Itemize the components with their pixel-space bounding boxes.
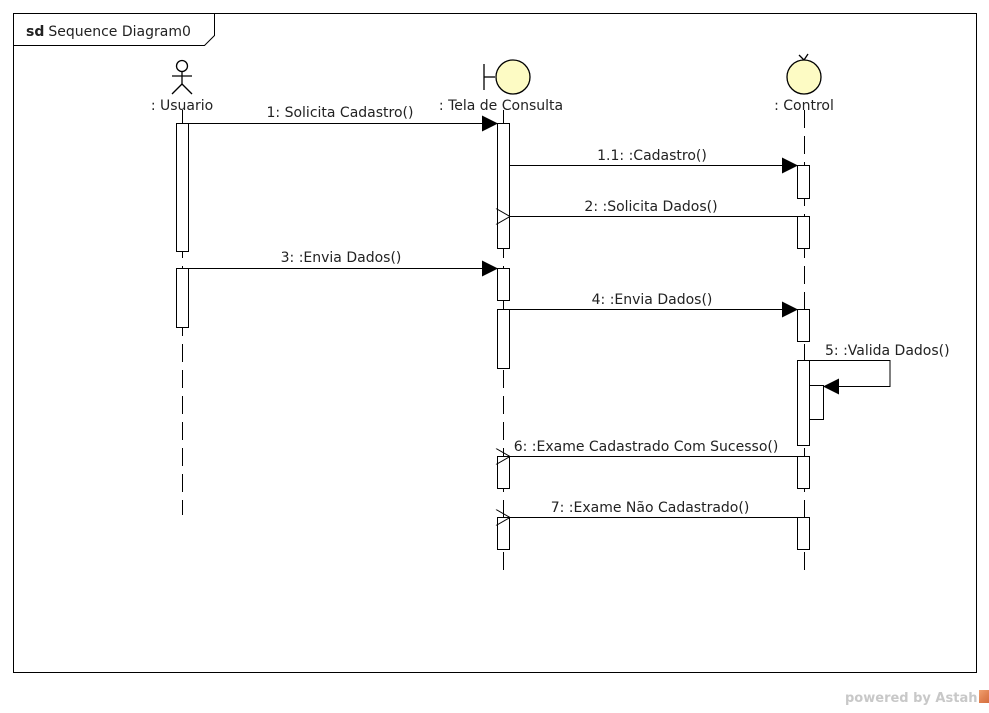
lifeline-usuario-label[interactable]: : Usuario — [151, 98, 213, 114]
message-7-label[interactable]: 7: :Exame Não Cadastrado() — [551, 500, 750, 516]
message-3-label[interactable]: 3: :Envia Dados() — [281, 250, 402, 266]
boundary-icon[interactable] — [483, 59, 531, 95]
activation-bar — [797, 456, 810, 489]
message-5-label[interactable]: 5: :Valida Dados() — [825, 343, 950, 359]
message-1-1-label[interactable]: 1.1: :Cadastro() — [597, 148, 707, 164]
frame-label-box — [13, 13, 215, 46]
message-6-label[interactable]: 6: :Exame Cadastrado Com Sucesso() — [514, 439, 779, 455]
activation-bar — [497, 309, 510, 369]
watermark-text: powered by Astah — [845, 691, 978, 706]
activation-bar — [797, 517, 810, 550]
astah-watermark: powered by Astah — [845, 690, 989, 706]
astah-logo-icon — [979, 690, 989, 703]
frame-name: Sequence Diagram0 — [48, 24, 191, 40]
message-5-arrow[interactable] — [809, 360, 891, 395]
control-icon[interactable] — [786, 53, 822, 95]
activation-bar — [176, 123, 189, 252]
message-4-label[interactable]: 4: :Envia Dados() — [592, 292, 713, 308]
activation-bar-nested — [809, 385, 824, 420]
message-2-label[interactable]: 2: :Solicita Dados() — [584, 199, 717, 215]
activation-bar — [797, 360, 810, 446]
activation-bar — [176, 268, 189, 328]
lifeline-control-label[interactable]: : Control — [774, 98, 834, 114]
activation-bar — [797, 165, 810, 199]
actor-usuario-icon[interactable] — [171, 59, 193, 95]
lifeline-tela-label[interactable]: : Tela de Consulta — [439, 98, 563, 114]
activation-bar — [797, 309, 810, 342]
activation-bar — [497, 456, 510, 489]
frame-keyword: sd — [26, 24, 44, 40]
activation-bar — [797, 216, 810, 249]
message-1-label[interactable]: 1: Solicita Cadastro() — [267, 105, 414, 121]
activation-bar — [497, 123, 510, 249]
activation-bar — [497, 517, 510, 550]
activation-bar — [497, 268, 510, 301]
